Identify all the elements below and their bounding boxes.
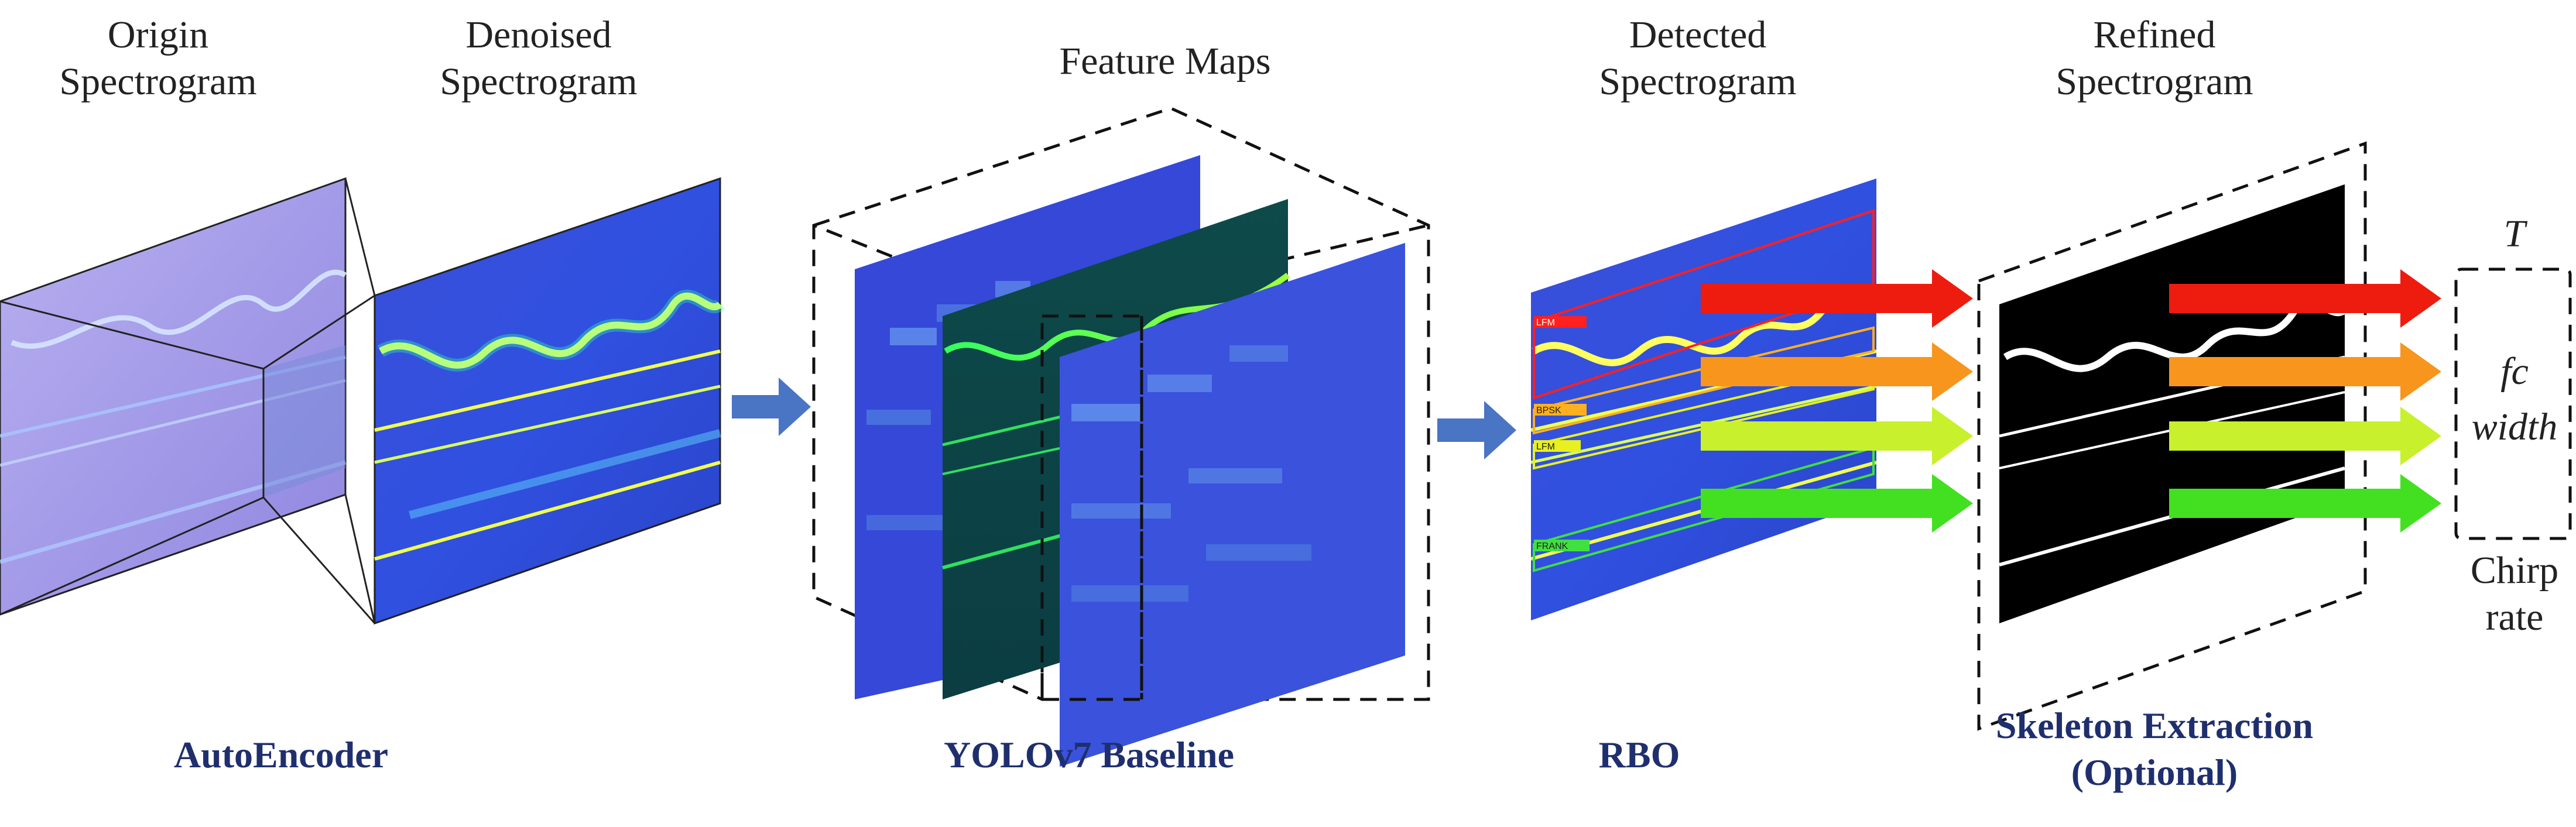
origin-label-line1: Origin [107, 13, 209, 56]
output-arrows [2169, 269, 2441, 533]
output-chirp-line1: Chirp [2470, 549, 2559, 592]
output-bracket [2454, 267, 2572, 540]
output-width: width [2471, 406, 2558, 448]
output-fc: fc [2500, 350, 2529, 393]
refined-label: Refined Spectrogram [2014, 12, 2295, 105]
origin-label-line2: Spectrogram [59, 60, 257, 103]
tag-lfm-2: LFM [1536, 442, 1555, 452]
feature-maps-cube [812, 107, 1430, 767]
autoencoder-label: AutoEncoder [173, 734, 389, 775]
detected-label: Detected Spectrogram [1557, 12, 1838, 105]
output-chirp-rate: Chirp rate [2456, 547, 2573, 641]
skeleton-label-line2: (Optional) [2071, 751, 2238, 793]
denoised-label: Denoised Spectrogram [404, 12, 673, 105]
detected-label-line1: Detected [1629, 13, 1767, 56]
refine-arrows [1701, 269, 1973, 533]
yolo-label: YOLOv7 Baseline [943, 734, 1235, 775]
detected-label-line2: Spectrogram [1599, 60, 1797, 103]
output-t: T [2503, 212, 2526, 255]
denoised-label-line1: Denoised [465, 13, 612, 56]
output-chirp-line2: rate [2485, 596, 2544, 639]
detection-tags: LFM BPSK LFM FRANK [1534, 316, 1590, 551]
detected-spectrogram [1530, 179, 1879, 620]
skeleton-label: Skeleton Extraction (Optional) [1932, 702, 2377, 796]
denoised-label-line2: Spectrogram [440, 60, 638, 103]
projection-frustum [0, 178, 376, 624]
tag-frank: FRANK [1536, 541, 1568, 551]
flow-arrow-2 [1437, 401, 1516, 459]
skeleton-label-line1: Skeleton Extraction [1995, 705, 2314, 746]
origin-label: Origin Spectrogram [35, 12, 281, 105]
refined-label-line2: Spectrogram [2056, 60, 2253, 103]
tag-lfm-1: LFM [1536, 318, 1555, 328]
flow-arrow-1 [732, 378, 811, 436]
feature-maps-label: Feature Maps [1059, 40, 1271, 83]
refined-label-line1: Refined [2093, 13, 2216, 56]
denoised-spectrogram [374, 177, 725, 625]
rbo-label: RBO [1598, 734, 1680, 775]
tag-bpsk: BPSK [1536, 406, 1561, 416]
feature-map-3 [1060, 243, 1405, 767]
